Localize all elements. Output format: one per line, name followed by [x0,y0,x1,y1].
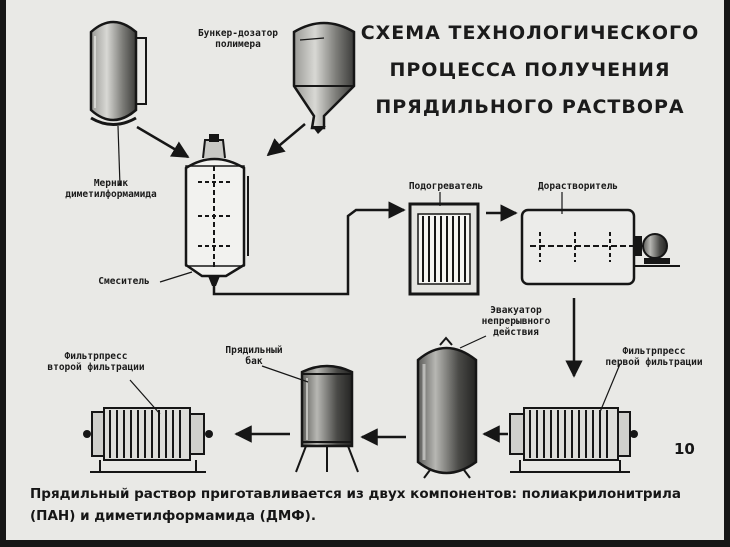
label-heater: Подогреватель [408,181,484,192]
pipe-mixer-to-heater [212,201,406,296]
label-spin-tank-line-1: Прядильный [225,345,283,356]
label-filter-second-line-1: Фильтрпресс [64,351,128,362]
arrow-measurer-to-mixer [136,125,190,159]
arrow-hopper-to-mixer [266,123,306,157]
label-measurer-line-1: Мерник [93,178,129,189]
title-line-3: ПРЯДИЛЬНОГО РАСТВОРА [375,96,685,118]
frame-right-edge [724,0,730,547]
caption-line-2: (ПАН) и диметилформамида (ДМФ). [30,508,316,524]
frame-bottom-edge [0,540,730,547]
label-measurer-line-2: диметилформамида [65,189,157,200]
measurer-tank [89,20,147,126]
title-line-2: ПРОЦЕССА ПОЛУЧЕНИЯ [389,59,671,81]
label-filter-first: Фильтрпресс первой фильтрации [588,346,720,368]
hopper-tank [292,21,356,134]
label-dissolver: Дорастворитель [537,181,619,192]
filter-press-second [83,407,213,473]
mixer-tank [184,134,249,286]
label-evacuator-line-2: непрерывного [481,316,551,327]
label-filter-second: Фильтрпресс второй фильтрации [30,351,162,373]
heater-unit [408,202,480,296]
title-line-1: СХЕМА ТЕХНОЛОГИЧЕСКОГО [360,22,700,44]
label-hopper-line-2: полимера [215,39,261,50]
label-filter-second-line-2: второй фильтрации [47,362,145,373]
caption-line-1: Прядильный раствор приготавливается из д… [30,486,682,502]
label-filter-first-line-1: Фильтрпресс [622,346,686,357]
label-evacuator: Эвакуатор непрерывного действия [476,305,556,338]
slide-number: 10 [674,440,695,458]
label-measurer: Мерник диметилформамида [56,178,166,200]
label-filter-first-line-2: первой фильтрации [605,357,703,368]
frame-left-edge [0,0,6,547]
filter-press-first [509,407,638,473]
label-evacuator-line-3: действия [493,327,539,338]
label-evacuator-line-1: Эвакуатор [490,305,542,316]
dissolver-unit [520,208,680,286]
label-spin-tank: Прядильный бак [212,345,296,367]
label-hopper-line-1: Бункер-дозатор [197,28,279,39]
label-mixer: Смеситель [98,276,150,287]
evacuator-tank [416,336,478,479]
leader-lines [117,37,621,415]
label-hopper: Бункер-дозатор полимера [176,28,300,50]
spin-tank [295,364,359,473]
label-spin-tank-line-2: бак [245,356,263,367]
